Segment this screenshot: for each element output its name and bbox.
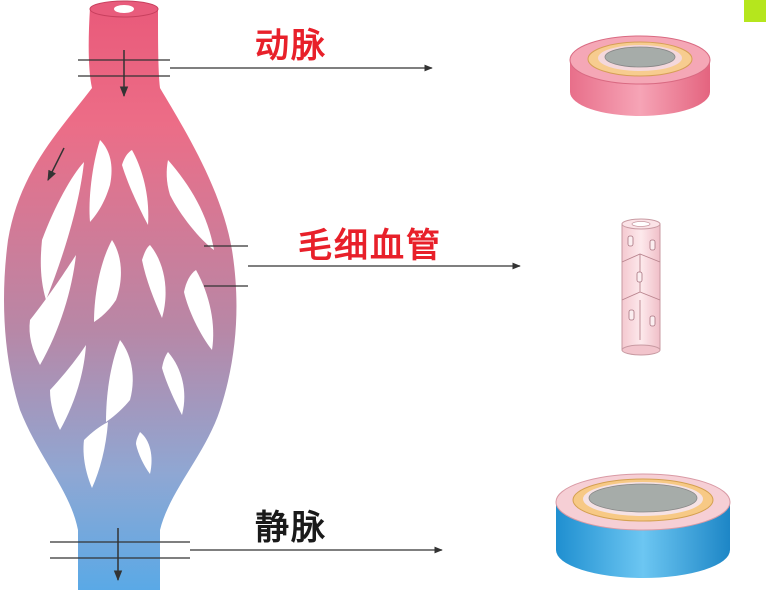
vein-cross-section <box>555 473 731 578</box>
blood-vessel-network <box>4 0 237 590</box>
corner-tab <box>744 0 766 22</box>
section-markers <box>50 59 248 559</box>
artery-cross-section <box>569 35 711 116</box>
vein-label: 静脉 <box>255 508 327 548</box>
capillary-segment <box>621 218 661 356</box>
capillary-label: 毛细血管 <box>298 226 442 266</box>
network-gaps <box>29 140 214 488</box>
artery-label: 动脉 <box>255 26 327 66</box>
